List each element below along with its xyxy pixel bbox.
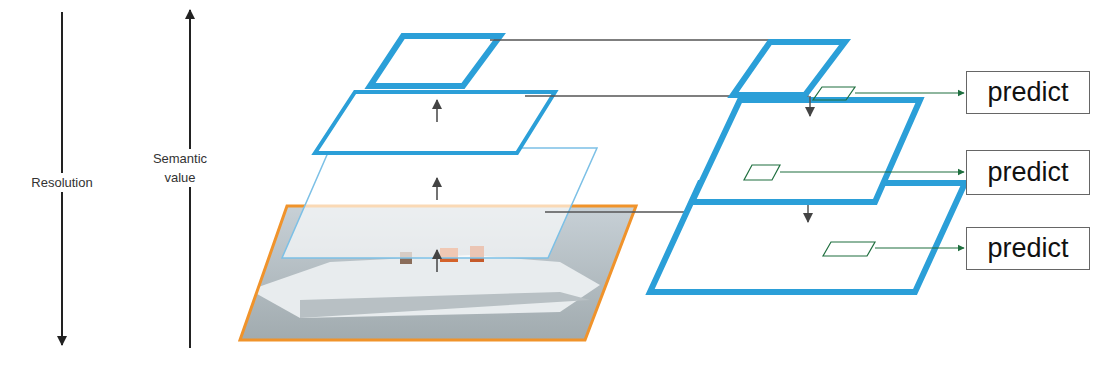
upward-arrow	[436, 100, 438, 122]
predict-arrow	[875, 247, 964, 248]
predict-arrow	[780, 171, 964, 172]
predict-box: predict	[966, 71, 1090, 114]
predict-arrow	[855, 92, 964, 93]
predict-box: predict	[966, 227, 1090, 270]
upward-arrow	[436, 178, 438, 200]
predict-label: predict	[987, 77, 1068, 108]
feature-map	[370, 36, 500, 86]
feature-map	[282, 148, 597, 258]
topdown-arrow	[807, 205, 809, 222]
window-box	[823, 242, 875, 256]
axis-label: Semantic value	[148, 149, 212, 187]
feature-map	[315, 92, 555, 153]
feature-map	[692, 100, 920, 202]
upward-arrow	[436, 250, 438, 272]
predict-label: predict	[987, 157, 1068, 188]
topdown-arrow	[809, 96, 811, 116]
window-box	[813, 87, 855, 100]
predict-box: predict	[966, 150, 1090, 195]
axis-label: Resolution	[27, 173, 97, 192]
window-box	[744, 165, 780, 180]
predict-label: predict	[987, 233, 1068, 264]
